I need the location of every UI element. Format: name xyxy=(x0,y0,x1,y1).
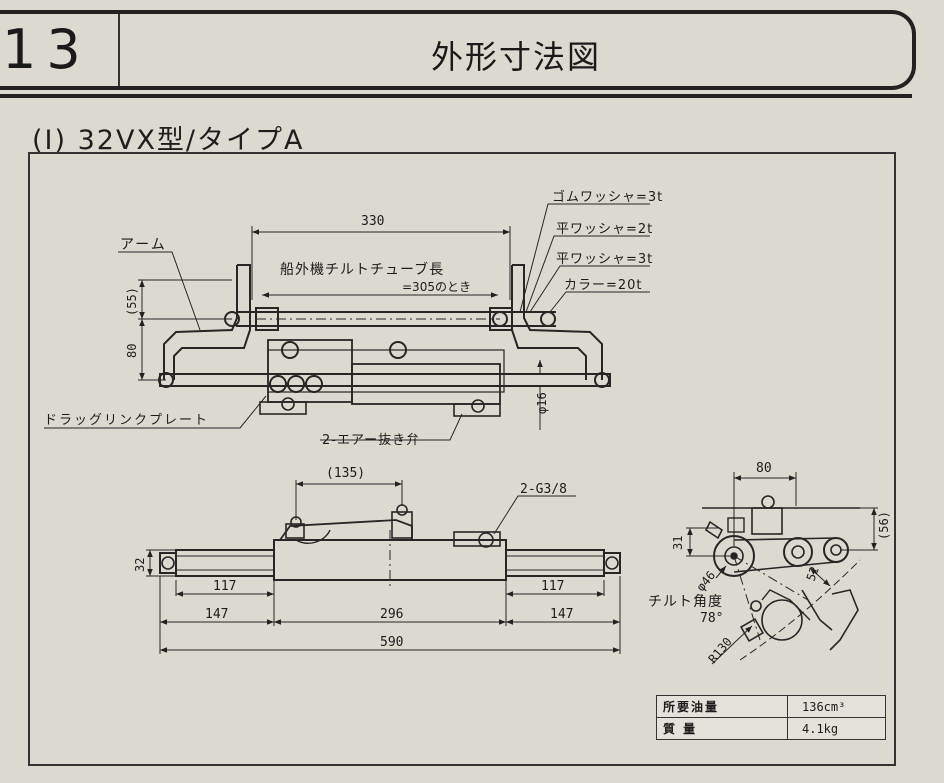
dim-117-right: 117 xyxy=(541,579,564,594)
dim-52: 52 xyxy=(804,565,822,583)
top-view xyxy=(44,203,650,441)
label-tilt-tube-2: =305のとき xyxy=(402,280,471,294)
dim-80-horizontal: 80 xyxy=(756,461,772,476)
dim-330: 330 xyxy=(361,214,384,229)
spec-table: 所要油量 136cm³ 質 量 4.1kg xyxy=(656,695,886,740)
table-row: 所要油量 136cm³ xyxy=(656,695,886,718)
label-rubber-washer: ゴムワッシャ=3t xyxy=(552,189,663,205)
section-title: 外形寸法図 xyxy=(430,38,601,76)
label-flat-washer-2: 平ワッシャ=2t xyxy=(556,222,653,237)
side-view xyxy=(686,472,878,665)
dim-296: 296 xyxy=(380,607,403,622)
section-header: 13 外形寸法図 xyxy=(0,10,916,98)
oil-volume-value: 136cm³ xyxy=(787,695,886,718)
mass-value: 4.1kg xyxy=(787,717,886,740)
table-row: 質 量 4.1kg xyxy=(656,717,886,740)
label-arm: アーム xyxy=(120,237,167,253)
header-underline xyxy=(0,94,912,98)
label-collar: カラー=20t xyxy=(564,278,643,293)
label-tilt-tube-1: 船外機チルトチューブ長 xyxy=(280,261,444,278)
dim-590: 590 xyxy=(380,635,403,650)
dim-r130: R130 xyxy=(706,635,735,666)
dim-117-left: 117 xyxy=(213,579,236,594)
label-air-valve: 2-エアー抜き弁 xyxy=(322,432,420,448)
header-divider xyxy=(118,14,120,86)
dim-147-right: 147 xyxy=(550,607,573,622)
dim-80-vertical: 80 xyxy=(125,344,139,358)
dim-port-g38: 2-G3/8 xyxy=(520,482,567,497)
dim-phi16: φ16 xyxy=(535,392,549,414)
oil-volume-label: 所要油量 xyxy=(656,695,788,718)
front-view xyxy=(146,480,621,654)
dim-55: (55) xyxy=(125,287,139,316)
label-tilt-angle: チルト角度 xyxy=(648,594,723,610)
dim-78-deg: 78° xyxy=(700,611,723,626)
drawing-frame xyxy=(28,152,896,766)
section-number: 13 xyxy=(2,18,91,81)
dim-32: 32 xyxy=(133,558,147,572)
mass-label: 質 量 xyxy=(656,717,788,740)
diagram-subtitle: (I) 32VX型/タイプA xyxy=(32,125,305,156)
dim-147-left: 147 xyxy=(205,607,228,622)
dim-31: 31 xyxy=(671,536,685,550)
label-flat-washer-3: 平ワッシャ=3t xyxy=(556,252,653,267)
dim-56: (56) xyxy=(877,511,891,540)
dim-phi46: φ46 xyxy=(694,568,719,594)
dim-135: (135) xyxy=(326,466,365,481)
label-drag-link-plate: ドラッグリンクプレート xyxy=(44,413,209,428)
